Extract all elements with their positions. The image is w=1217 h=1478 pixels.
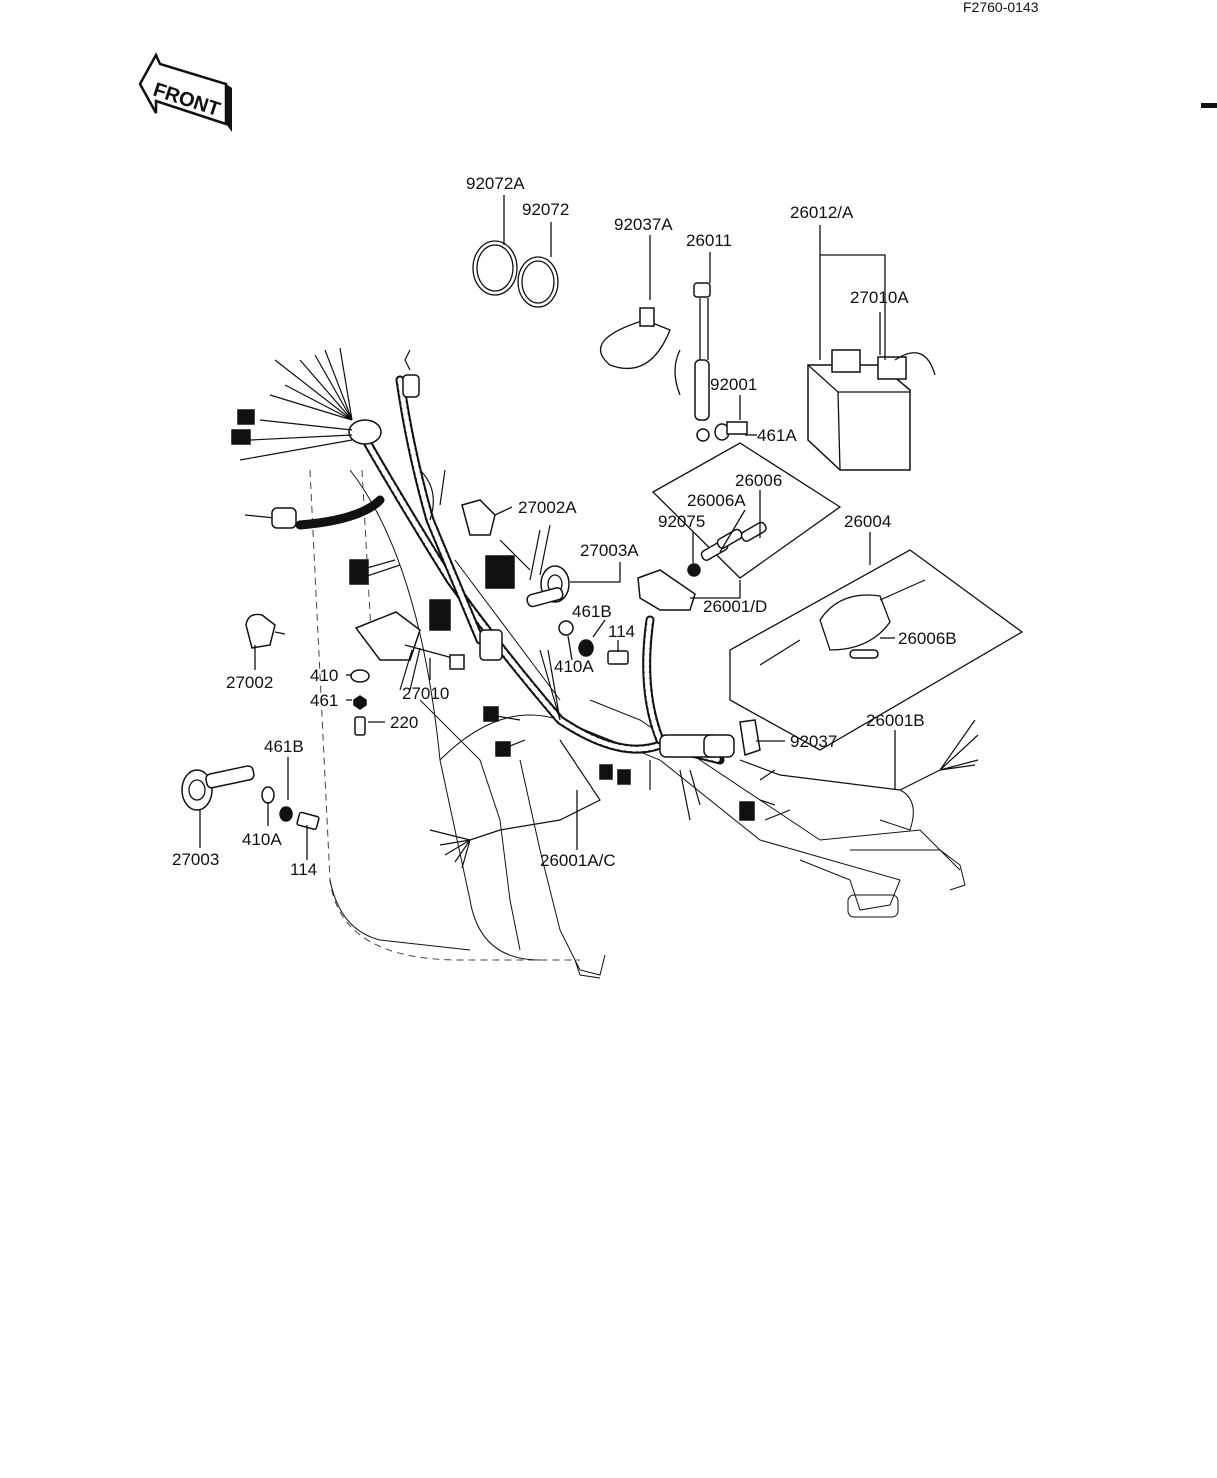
part-label: 220 xyxy=(390,713,418,732)
clamp-92072A xyxy=(472,240,518,296)
part-label: 26004 xyxy=(844,512,891,531)
part-label: 27003 xyxy=(172,850,219,869)
nut-461 xyxy=(353,695,367,710)
washer-410A-upper xyxy=(558,620,574,636)
clip-92037 xyxy=(739,719,761,756)
part-label: 461B xyxy=(264,737,304,756)
part-label: 27010 xyxy=(402,684,449,703)
clamp-92072 xyxy=(517,256,559,308)
bolt-114-lower xyxy=(296,811,320,831)
washer-410 xyxy=(350,669,370,683)
switch-27002A xyxy=(461,499,496,536)
leader-lines xyxy=(199,195,896,860)
part-label: 26012/A xyxy=(790,203,854,222)
part-label: 26001B xyxy=(866,711,925,730)
part-label: 461A xyxy=(757,426,797,445)
part-label: 410A xyxy=(554,657,594,676)
edge-mark xyxy=(1201,103,1217,108)
part-label: 26006B xyxy=(898,629,957,648)
relay-27010 xyxy=(354,611,465,691)
lock-washer-461B-upper xyxy=(578,639,594,657)
part-label: 92072A xyxy=(466,174,525,193)
part-label: 92075 xyxy=(658,512,705,531)
part-label: 410 xyxy=(310,666,338,685)
front-arrow-icon: FRONT xyxy=(138,52,232,132)
part-label: 92072 xyxy=(522,200,569,219)
part-label: 27002 xyxy=(226,673,273,692)
part-label: 92037 xyxy=(790,732,837,751)
part-label: 92001 xyxy=(710,375,757,394)
band-92037A xyxy=(599,307,671,370)
washer-410A-lower xyxy=(261,786,275,804)
lock-washer-461B-lower xyxy=(279,806,293,822)
relay-group-outline xyxy=(729,549,1024,751)
part-label: 410A xyxy=(242,830,282,849)
part-label: 114 xyxy=(290,860,317,879)
horn-27003A xyxy=(526,565,570,608)
bolt-92001 xyxy=(714,421,748,441)
part-label: 27002A xyxy=(518,498,577,517)
part-label: 27003A xyxy=(580,541,639,560)
part-labels: 92072A 92072 92037A 26011 26012/A 27010A… xyxy=(172,174,957,879)
part-label: 26001/D xyxy=(703,597,767,616)
part-label: 26006A xyxy=(687,491,746,510)
frame-outline xyxy=(309,469,966,979)
part-label: 114 xyxy=(608,622,635,641)
part-label: 27010A xyxy=(850,288,909,307)
part-label: 92037A xyxy=(614,215,673,234)
fuse-group-outline xyxy=(651,442,842,579)
horn-27003 xyxy=(181,765,255,811)
part-label: 461 xyxy=(310,691,338,710)
part-label: 26001A/C xyxy=(540,851,616,870)
part-label: 26006 xyxy=(735,471,782,490)
ground-cable-26011 xyxy=(674,282,711,442)
drawing-code: F2760-0143 xyxy=(963,0,1039,15)
part-label: 461B xyxy=(572,602,612,621)
bolt-114-upper xyxy=(607,650,629,665)
fuse-box-26001D xyxy=(637,569,696,611)
switch-27002 xyxy=(245,613,286,649)
battery-26012A xyxy=(807,349,936,471)
part-label: 26011 xyxy=(686,231,732,250)
screw-220 xyxy=(354,716,366,736)
harness-branches xyxy=(231,347,979,869)
main-harness xyxy=(295,375,735,765)
